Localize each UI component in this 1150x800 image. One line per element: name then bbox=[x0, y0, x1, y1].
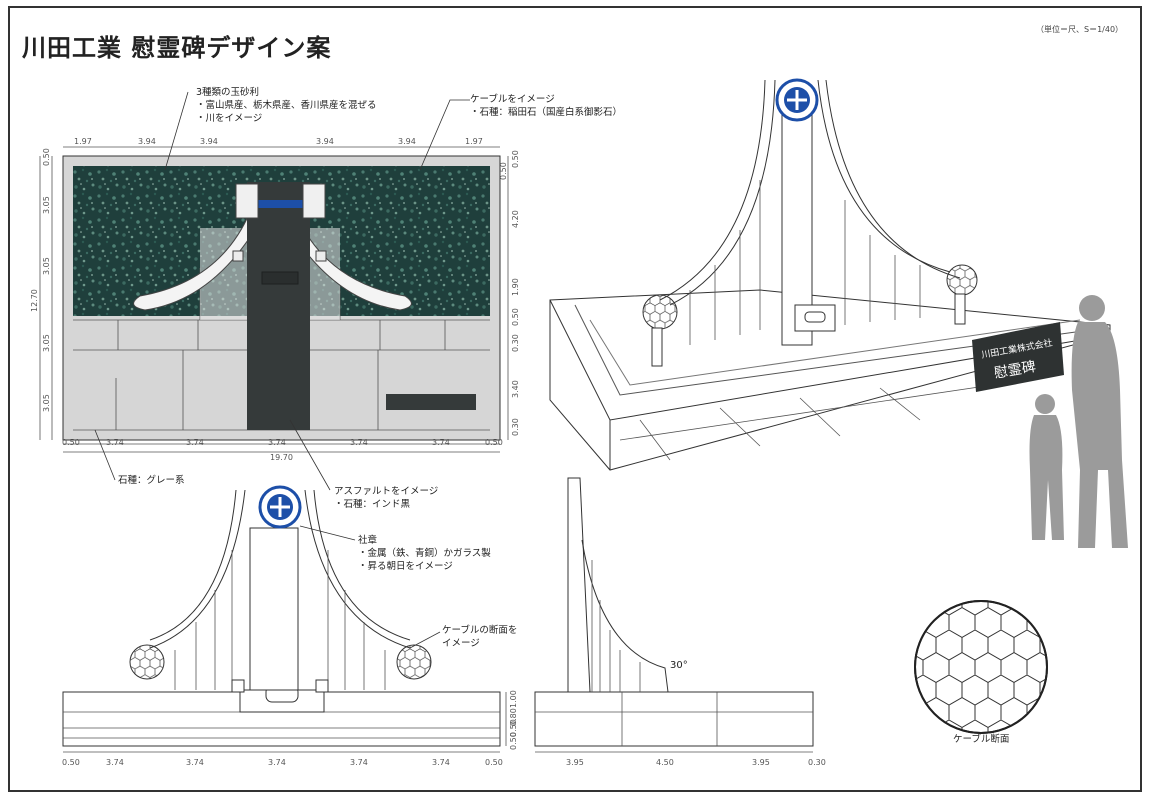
plan-plaque bbox=[386, 394, 476, 410]
plan-emblem-band bbox=[257, 200, 303, 208]
svg-text:0.50: 0.50 bbox=[485, 758, 503, 767]
front-emblem-icon bbox=[258, 485, 302, 529]
persp-cable-end-left bbox=[642, 294, 678, 330]
human-silhouettes bbox=[1029, 295, 1128, 548]
svg-text:3.95: 3.95 bbox=[566, 758, 584, 767]
svg-text:3.74: 3.74 bbox=[186, 438, 204, 447]
grey-stone-note: 石種：グレー系 bbox=[118, 475, 185, 486]
svg-text:0.50: 0.50 bbox=[62, 438, 80, 447]
plan-niche bbox=[261, 271, 299, 285]
gravel-note: 3種類の玉砂利 ・富山県産、栃木県産、香川県産を混ぜる ・川をイメージ bbox=[196, 87, 377, 124]
front-cable-end-left bbox=[129, 644, 165, 680]
svg-text:3.05: 3.05 bbox=[42, 394, 51, 412]
svg-text:3.74: 3.74 bbox=[106, 758, 124, 767]
cable-section bbox=[914, 600, 1048, 734]
svg-text:0.30: 0.30 bbox=[808, 758, 826, 767]
cable-section-label: ケーブル断面 bbox=[953, 734, 1010, 745]
svg-text:3.05: 3.05 bbox=[42, 196, 51, 214]
persp-plaque: 川田工業株式会社 慰霊碑 bbox=[972, 322, 1064, 392]
svg-text:3.74: 3.74 bbox=[268, 438, 286, 447]
svg-text:3.94: 3.94 bbox=[138, 137, 156, 146]
svg-text:1.00: 1.00 bbox=[509, 690, 518, 708]
svg-text:0.50: 0.50 bbox=[499, 162, 508, 180]
plan-mount-left bbox=[235, 183, 259, 219]
plan-mount-right bbox=[302, 183, 326, 219]
svg-text:0.50: 0.50 bbox=[509, 732, 518, 750]
front-elevation: 0.50 3.74 3.74 3.74 3.74 3.74 0.50 1.00 … bbox=[62, 485, 518, 767]
plan-view: 1.97 3.94 3.94 3.94 3.94 1.97 0.50 3.74 … bbox=[30, 91, 520, 491]
svg-text:3.74: 3.74 bbox=[432, 758, 450, 767]
svg-text:3.74: 3.74 bbox=[350, 758, 368, 767]
svg-text:4.20: 4.20 bbox=[511, 210, 520, 228]
svg-text:0.80: 0.80 bbox=[509, 708, 518, 726]
side-elevation: 3.95 4.50 3.95 0.30 30° bbox=[534, 477, 826, 767]
svg-text:0.30: 0.30 bbox=[511, 334, 520, 352]
svg-text:3.74: 3.74 bbox=[106, 438, 124, 447]
svg-text:0.30: 0.30 bbox=[511, 418, 520, 436]
svg-text:12.70: 12.70 bbox=[30, 289, 39, 312]
svg-text:3.74: 3.74 bbox=[432, 438, 450, 447]
persp-emblem-icon bbox=[775, 78, 819, 122]
svg-text:1.97: 1.97 bbox=[465, 137, 483, 146]
svg-text:0.50: 0.50 bbox=[511, 308, 520, 326]
svg-text:0.50: 0.50 bbox=[42, 148, 51, 166]
svg-text:1.90: 1.90 bbox=[511, 278, 520, 296]
svg-text:3.94: 3.94 bbox=[316, 137, 334, 146]
svg-text:3.94: 3.94 bbox=[398, 137, 416, 146]
persp-cable-end-right bbox=[946, 264, 978, 296]
svg-text:3.74: 3.74 bbox=[350, 438, 368, 447]
svg-text:3.05: 3.05 bbox=[42, 257, 51, 275]
front-cable-end-right bbox=[396, 644, 432, 680]
cable-section-note: ケーブルの断面を イメージ bbox=[442, 625, 518, 649]
side-base bbox=[534, 691, 814, 747]
svg-text:3.74: 3.74 bbox=[268, 758, 286, 767]
asphalt-column bbox=[247, 182, 310, 430]
drawing-sheet bbox=[8, 6, 1142, 792]
front-pillar bbox=[249, 527, 299, 691]
angle-label: 30° bbox=[670, 660, 688, 671]
page-title: 川田工業 慰霊碑デザイン案 bbox=[22, 34, 332, 62]
svg-text:0.50: 0.50 bbox=[509, 719, 518, 737]
perspective-view: 川田工業株式会社 慰霊碑 bbox=[549, 78, 1128, 548]
svg-text:3.05: 3.05 bbox=[42, 334, 51, 352]
svg-text:0.50: 0.50 bbox=[511, 150, 520, 168]
svg-text:3.40: 3.40 bbox=[511, 380, 520, 398]
emblem-note: 社章 ・金属（鉄、青銅）かガラス製 ・昇る朝日をイメージ bbox=[358, 535, 491, 572]
cable-stone-note: ケーブルをイメージ ・石種：稲田石（国産白系御影石） bbox=[470, 94, 623, 118]
svg-text:3.94: 3.94 bbox=[200, 137, 218, 146]
svg-text:4.50: 4.50 bbox=[656, 758, 674, 767]
scale-note: （単位＝尺、S＝1/40） bbox=[1036, 25, 1124, 34]
svg-text:1.97: 1.97 bbox=[74, 137, 92, 146]
svg-text:3.74: 3.74 bbox=[186, 758, 204, 767]
svg-text:0.50: 0.50 bbox=[485, 438, 503, 447]
asphalt-note: アスファルトをイメージ ・石種：インド黒 bbox=[334, 486, 439, 510]
svg-text:19.70: 19.70 bbox=[270, 453, 293, 462]
svg-text:3.95: 3.95 bbox=[752, 758, 770, 767]
svg-text:0.50: 0.50 bbox=[62, 758, 80, 767]
